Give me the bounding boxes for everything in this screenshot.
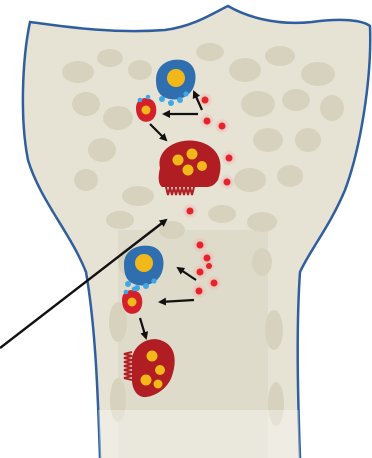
trabecula bbox=[97, 49, 123, 67]
signal-dot bbox=[206, 263, 212, 269]
trabecula bbox=[62, 61, 94, 83]
trabecula bbox=[265, 46, 295, 66]
trabecula bbox=[103, 106, 133, 130]
trabecula bbox=[128, 60, 152, 80]
trabecula bbox=[72, 92, 100, 116]
signal-dot bbox=[226, 155, 233, 162]
trabecula bbox=[88, 138, 116, 162]
trabecula bbox=[74, 169, 98, 191]
cell-nucleus bbox=[167, 69, 185, 87]
bottom-fade bbox=[0, 410, 372, 458]
trabecula bbox=[106, 211, 134, 229]
trabecula bbox=[122, 186, 154, 206]
trabecula bbox=[253, 128, 283, 152]
cell-nucleus bbox=[135, 254, 153, 272]
trabecula bbox=[234, 168, 266, 192]
trabecula bbox=[229, 58, 261, 82]
trabecula bbox=[265, 310, 283, 350]
trabecula bbox=[277, 165, 303, 187]
trabecula bbox=[241, 91, 275, 117]
signal-dot bbox=[202, 97, 209, 104]
signal-dot bbox=[187, 208, 194, 215]
signal-dot bbox=[204, 118, 211, 125]
trabecula bbox=[252, 248, 272, 276]
trabecula bbox=[301, 62, 335, 86]
cell-nucleus bbox=[128, 298, 137, 307]
signal-dot bbox=[197, 242, 204, 249]
signal-dot bbox=[197, 269, 204, 276]
signal-dot bbox=[196, 288, 203, 295]
trabecula bbox=[282, 89, 310, 111]
trabecula bbox=[295, 128, 321, 152]
cell-nucleus bbox=[142, 106, 151, 115]
trabecula bbox=[196, 43, 224, 61]
trabecula bbox=[320, 95, 344, 121]
signal-dot bbox=[211, 280, 218, 287]
trabecula bbox=[247, 212, 277, 232]
trabecula bbox=[208, 205, 236, 223]
signal-dot bbox=[219, 123, 226, 130]
signal-dot bbox=[224, 179, 231, 186]
